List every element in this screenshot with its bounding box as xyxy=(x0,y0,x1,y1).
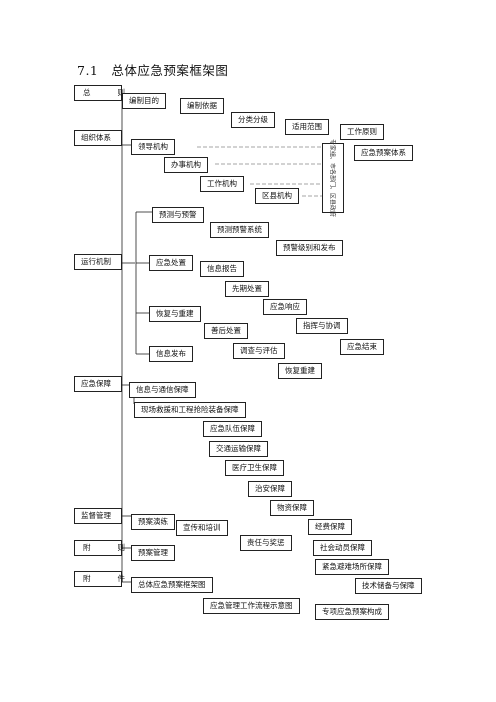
section-organization: 组织体系 xyxy=(74,130,122,146)
box-emergency-response: 应急处置 xyxy=(149,255,193,271)
box-info-report: 信息报告 xyxy=(200,261,244,277)
box-training: 宣传和培训 xyxy=(176,520,228,536)
box-security-support: 治安保障 xyxy=(248,481,292,497)
box-rescue-equipment: 现场救援和工程抢险装备保障 xyxy=(134,402,246,418)
section-attachments: 附 件 xyxy=(74,571,125,587)
section-operation: 运行机制 xyxy=(74,254,122,270)
box-classification: 分类分级 xyxy=(231,112,275,128)
box-workflow-chart: 应急管理工作流程示意图 xyxy=(203,598,300,614)
box-fund-support: 经费保障 xyxy=(308,519,352,535)
box-office: 办事机构 xyxy=(164,157,208,173)
box-accountability: 责任与奖惩 xyxy=(240,535,292,551)
box-district: 区县机构 xyxy=(255,188,299,204)
box-expert-group: 专家组、市各部门、区县政府 xyxy=(322,139,344,217)
box-response: 应急响应 xyxy=(263,299,307,315)
box-comm-support: 信息与通信保障 xyxy=(129,382,196,398)
box-plan-management: 预案管理 xyxy=(131,545,175,561)
box-medical-support: 医疗卫生保障 xyxy=(225,460,284,476)
section-general: 总 则 xyxy=(74,85,125,101)
box-command: 指挥与协调 xyxy=(296,318,348,334)
box-basis: 编制依据 xyxy=(180,98,224,114)
page-title: 7.1 总体应急预案框架图 xyxy=(77,63,229,78)
box-forecast: 预测与预警 xyxy=(152,207,204,223)
box-forecast-system: 预测预警系统 xyxy=(210,222,269,238)
box-purpose: 编制目的 xyxy=(122,93,166,109)
box-drill: 预案演练 xyxy=(131,514,175,530)
box-special-plans: 专项应急预案构成 xyxy=(315,604,389,620)
section-support: 应急保障 xyxy=(74,376,122,392)
box-team-support: 应急队伍保障 xyxy=(203,421,262,437)
section-supplementary: 附 则 xyxy=(74,540,125,556)
box-info-release: 信息发布 xyxy=(149,346,193,362)
box-working: 工作机构 xyxy=(200,176,244,192)
section-supervision: 监督管理 xyxy=(74,508,122,524)
box-leadership: 领导机构 xyxy=(131,139,175,155)
box-principles: 工作原则 xyxy=(340,124,384,140)
box-transport-support: 交通运输保障 xyxy=(209,441,268,457)
box-aftermath: 善后处置 xyxy=(204,323,248,339)
box-initial-handling: 先期处置 xyxy=(225,281,269,297)
box-recovery: 恢复与重建 xyxy=(149,306,201,322)
box-end: 应急结束 xyxy=(340,339,384,355)
box-investigation: 调查与评估 xyxy=(233,343,285,359)
box-social-support: 社会动员保障 xyxy=(313,540,372,556)
box-material-support: 物资保障 xyxy=(270,500,314,516)
box-shelter-support: 紧急避难场所保障 xyxy=(315,559,389,575)
box-rebuild: 恢复重建 xyxy=(278,363,322,379)
box-tech-support: 技术储备与保障 xyxy=(355,578,422,594)
box-plan-system: 应急预案体系 xyxy=(354,145,413,161)
box-scope: 适用范围 xyxy=(285,119,329,135)
box-warning-level: 预警级别和发布 xyxy=(276,240,343,256)
box-framework-chart: 总体应急预案框架图 xyxy=(131,577,213,593)
